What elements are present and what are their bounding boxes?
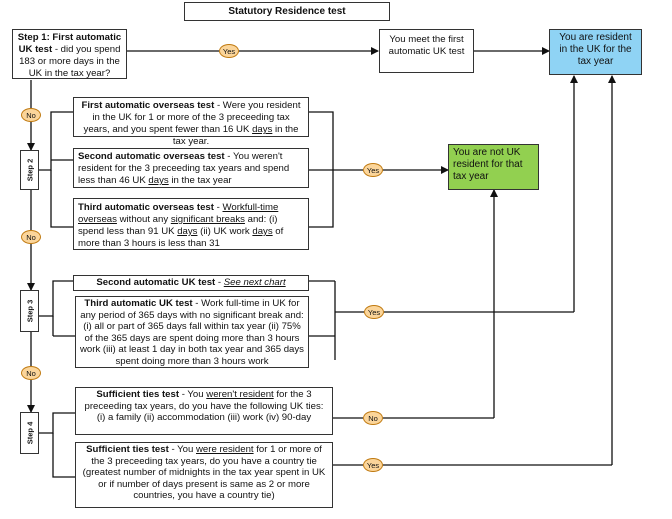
chart-title-text: Statutory Residence test <box>228 6 346 17</box>
ties2-underline: were resident <box>196 444 254 455</box>
uk3-bold: Third automatic UK test <box>84 298 193 309</box>
yes-label: Yes <box>366 461 380 470</box>
overseas1-days: days <box>252 124 273 135</box>
overseas3-t4: of more than 3 hours is less than 31 <box>78 226 284 249</box>
overseas3-sep: - <box>213 202 223 213</box>
not-resident-box: You are not UK resident for that tax yea… <box>448 144 539 190</box>
chart-title: Statutory Residence test <box>184 2 390 21</box>
no-label: No <box>368 414 378 423</box>
yes-circle-step3: Yes <box>364 305 384 319</box>
ties1-box: Sufficient ties test - You weren't resid… <box>75 387 333 435</box>
yes-label: Yes <box>222 47 236 56</box>
overseas3-u3: days <box>177 226 198 237</box>
yes-circle-step1: Yes <box>219 44 239 58</box>
overseas1-box: First automatic overseas test - Were you… <box>73 97 309 147</box>
overseas2-pre: - You weren't resident for the 3 preceed… <box>78 151 290 186</box>
step3-box: Step 3 <box>20 290 39 332</box>
uk3-box: Third automatic UK test - Work full-time… <box>75 296 309 368</box>
step2-box: Step 2 <box>20 150 39 190</box>
ties1-post: for the 3 preceeding tax years, do you h… <box>84 389 324 424</box>
ties1-pre: - You <box>179 389 207 400</box>
step2-label: Step 2 <box>25 158 34 182</box>
not-resident-text: You are not UK resident for that tax yea… <box>453 147 523 182</box>
overseas1-pre: - Were you resident in the UK for 1 or m… <box>83 100 301 135</box>
overseas3-u1: Workfull-time overseas <box>78 202 279 225</box>
ties2-pre: - You <box>168 444 196 455</box>
no-circle-ties1: No <box>363 411 383 425</box>
step4-box: Step 4 <box>20 412 39 454</box>
no-label: No <box>26 111 36 120</box>
overseas3-box: Third automatic overseas test - Workfull… <box>73 198 309 250</box>
overseas3-u4: days <box>252 226 273 237</box>
ties1-underline: weren't resident <box>206 389 274 400</box>
step1-text: - did you spend 183 or more days in the … <box>19 44 121 79</box>
step3-label: Step 3 <box>25 299 34 323</box>
overseas1-post: in the tax year. <box>172 124 299 147</box>
step1-bold: Step 1: First automatic UK test <box>17 32 122 55</box>
no-label: No <box>26 369 36 378</box>
resident-box: You are resident in the UK for the tax y… <box>549 29 642 75</box>
overseas2-post: in the tax year <box>168 175 232 186</box>
resident-text: You are resident in the UK for the tax y… <box>559 32 632 67</box>
yes-label: Yes <box>366 166 380 175</box>
no-label: No <box>26 233 36 242</box>
no-circle-step3: No <box>21 366 41 380</box>
no-circle-step1: No <box>21 108 41 122</box>
overseas3-bold: Third automatic overseas test <box>78 202 214 213</box>
ties2-box: Sufficient ties test - You were resident… <box>75 442 333 508</box>
overseas2-days: days <box>148 175 169 186</box>
uk2-bold: Second automatic UK test <box>96 277 216 288</box>
step4-label: Step 4 <box>25 421 34 445</box>
uk3-text: - Work full-time in UK for any period of… <box>80 298 304 367</box>
ties2-post: for 1 or more of the 3 preceeding tax ye… <box>82 444 326 502</box>
uk2-sep: - <box>215 277 224 288</box>
meet-first-box: You meet the first automatic UK test <box>379 29 474 73</box>
overseas1-bold: First automatic overseas test <box>81 100 215 111</box>
yes-circle-ties2: Yes <box>363 458 383 472</box>
no-circle-step2: No <box>21 230 41 244</box>
overseas2-bold: Second automatic overseas test <box>78 151 225 162</box>
ties1-bold: Sufficient ties test <box>96 389 180 400</box>
step1-box: Step 1: First automatic UK test - did yo… <box>12 29 127 79</box>
overseas2-box: Second automatic overseas test - You wer… <box>73 148 309 188</box>
overseas3-t2: and: (i) spend less than 91 UK <box>78 214 278 237</box>
uk2-link[interactable]: See next chart <box>223 277 286 288</box>
uk2-box: Second automatic UK test - See next char… <box>73 275 309 291</box>
yes-circle-step2: Yes <box>363 163 383 177</box>
overseas3-t3: (ii) UK work <box>197 226 253 237</box>
ties2-bold: Sufficient ties test <box>86 444 169 455</box>
yes-label: Yes <box>367 308 381 317</box>
overseas3-t1: without any <box>116 214 171 225</box>
overseas3-u2: significant breaks <box>170 214 245 225</box>
meet-first-text: You meet the first automatic UK test <box>388 34 465 57</box>
